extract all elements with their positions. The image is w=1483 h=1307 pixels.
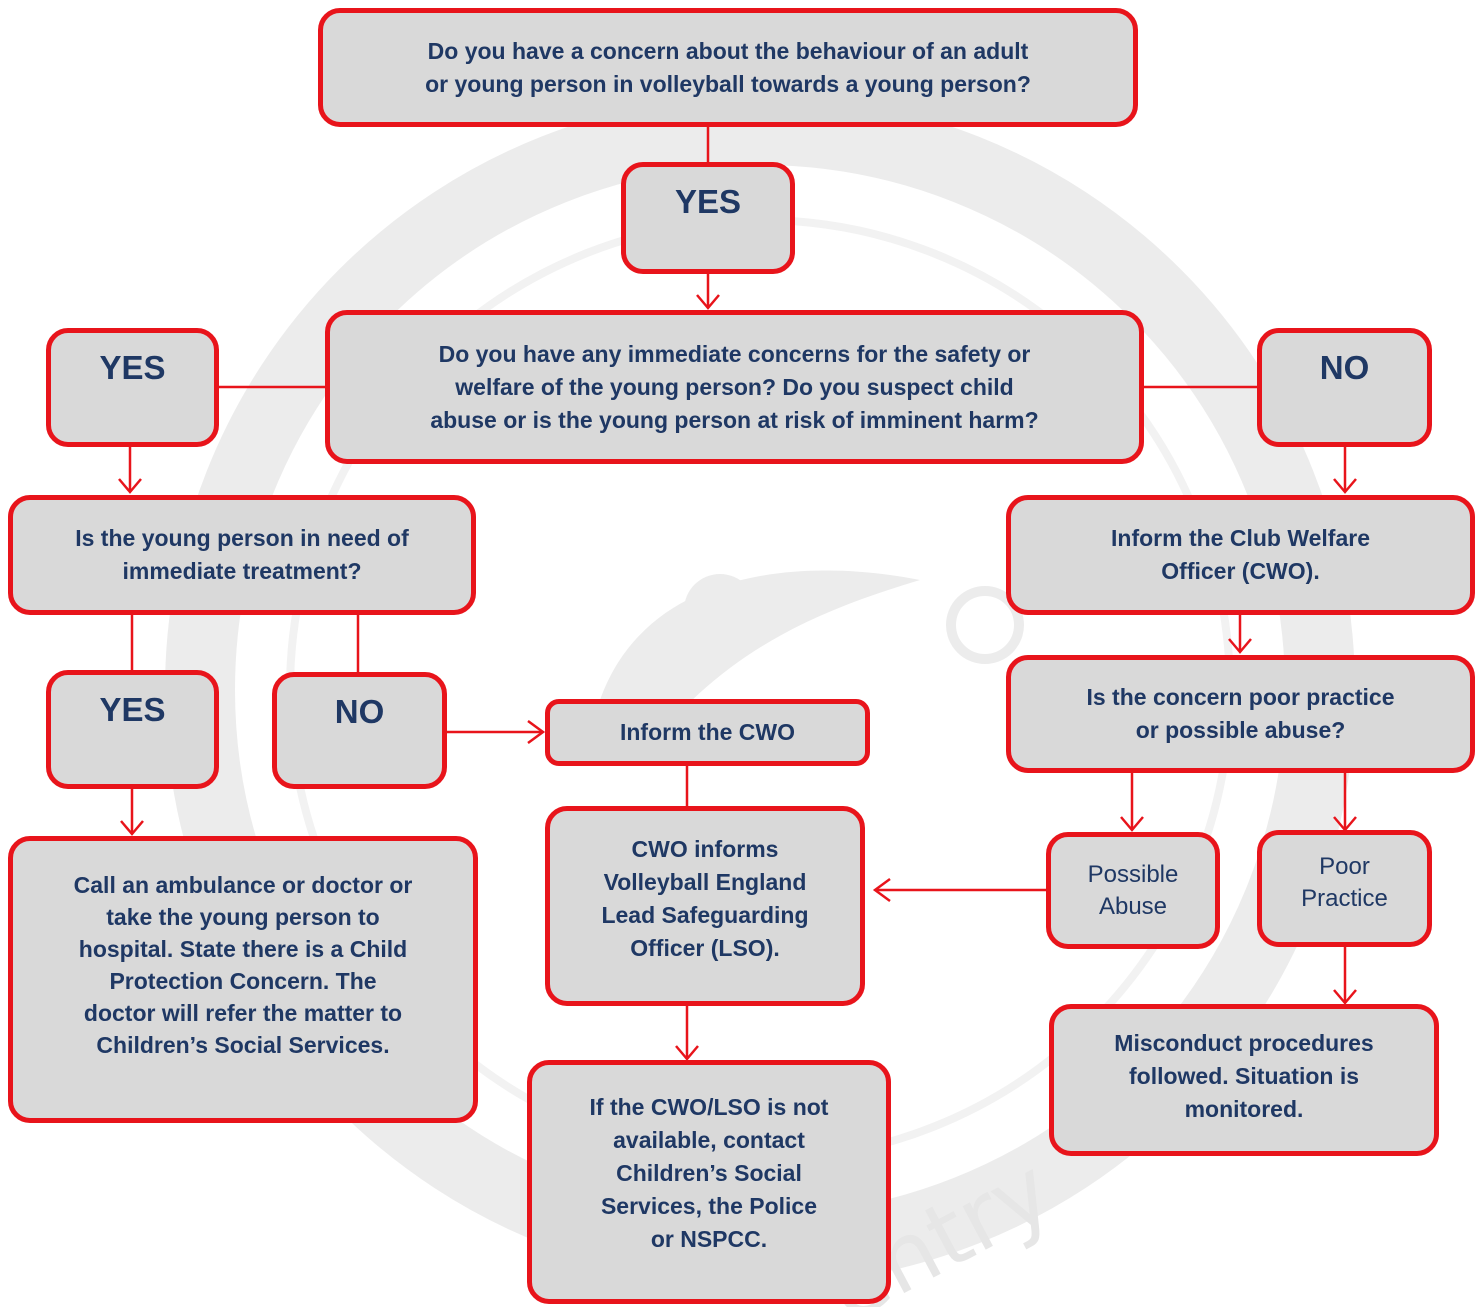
yes-box-3: YES (46, 670, 219, 789)
call-ambulance-instructions: Call an ambulance or doctor or take the … (8, 836, 478, 1123)
contact-services: If the CWO/LSO is not available, contact… (527, 1060, 891, 1304)
question-immediate-treatment: Is the young person in need of immediate… (8, 495, 476, 615)
possible-abuse: Possible Abuse (1046, 832, 1220, 949)
cwo-informs-lso: CWO informs Volleyball England Lead Safe… (545, 806, 865, 1006)
inform-club-welfare-officer: Inform the Club Welfare Officer (CWO). (1006, 495, 1475, 615)
no-box-2: NO (1257, 328, 1432, 447)
yes-box-1: YES (621, 162, 795, 274)
question-concern-behaviour: Do you have a concern about the behaviou… (318, 8, 1138, 127)
inform-cwo: Inform the CWO (545, 699, 870, 766)
poor-practice: Poor Practice (1257, 830, 1432, 947)
yes-box-2: YES (46, 328, 219, 447)
question-immediate-concerns: Do you have any immediate concerns for t… (325, 310, 1144, 464)
no-box-3: NO (272, 672, 447, 789)
misconduct-procedures: Misconduct procedures followed. Situatio… (1049, 1004, 1439, 1156)
question-poor-practice-or-abuse: Is the concern poor practice or possible… (1006, 655, 1475, 773)
